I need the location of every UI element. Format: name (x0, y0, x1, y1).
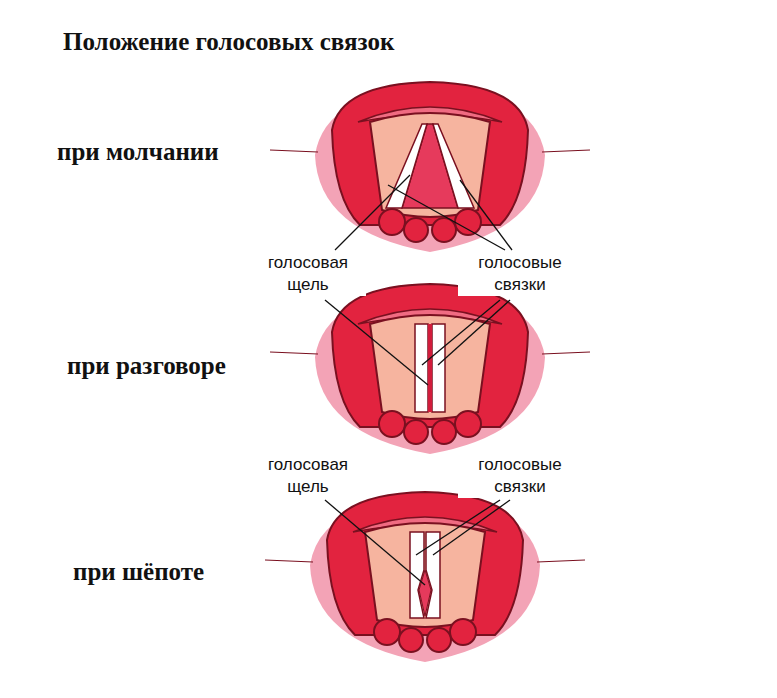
larynx-whisper (265, 492, 585, 662)
diagram-title: Положение голосовых связок (63, 28, 394, 56)
part-label: голосовая щель (250, 454, 366, 498)
mode-label: при молчании (57, 138, 219, 166)
part-label: голосовые связки (458, 454, 582, 498)
larynx-speech (270, 284, 590, 454)
leader-lines (325, 175, 512, 585)
mode-label: при разговоре (67, 352, 226, 380)
part-label: голосовая щель (250, 252, 366, 296)
larynx-silence (270, 82, 590, 252)
part-label: голосовые связки (458, 252, 582, 296)
mode-label: при шёпоте (73, 558, 204, 586)
